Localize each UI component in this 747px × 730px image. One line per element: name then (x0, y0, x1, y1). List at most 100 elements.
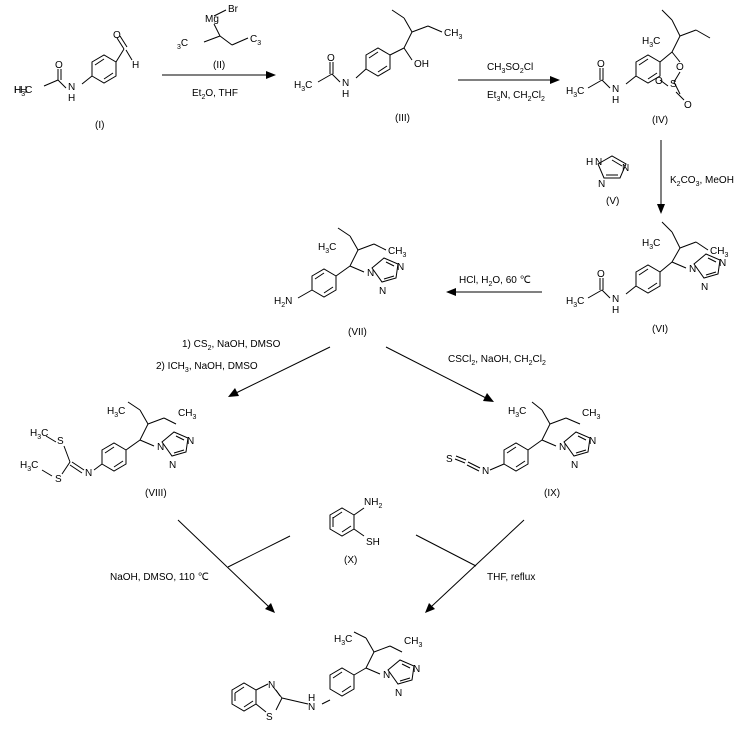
atom-C: C (519, 406, 526, 417)
atom-N: N (413, 664, 420, 675)
atom-C: C (388, 246, 395, 257)
atom-H: H (185, 408, 192, 419)
atom-N: N (169, 460, 176, 471)
atom-N: N (622, 163, 629, 174)
atom-C: C (653, 36, 660, 47)
atom-NH: H (586, 157, 593, 168)
cond-sub: 2 (529, 360, 533, 367)
cond-part: , NaOH, DMSO (189, 361, 258, 372)
atom-O: O (676, 62, 684, 73)
atom-H: H (20, 85, 27, 96)
compound-label: (II) (213, 60, 225, 71)
arrow-step6: CSCl2, NaOH, CH2Cl2 (385, 346, 546, 402)
atom-C: C (118, 406, 125, 417)
methyl-group: H3C (20, 460, 38, 473)
compound-label: (IX) (544, 488, 560, 499)
cond-sub: 2 (201, 94, 205, 101)
subscript: 3 (325, 248, 329, 255)
arrow-step4: HCl, H2O, 60 ℃ (446, 275, 542, 296)
atom-H: H (132, 60, 139, 71)
subscript: 3 (596, 414, 600, 421)
atom-H: H (411, 636, 418, 647)
cond-part: HCl, H (459, 275, 488, 286)
cond-sub: 2 (471, 360, 475, 367)
compound-IV: O S O O O N H H3C H3C (IV) (566, 9, 711, 126)
amine-NH: N (308, 702, 315, 713)
cond-part: , NaOH, DMSO (211, 339, 280, 350)
compound-label: (VIII) (145, 488, 167, 499)
cond-part: SO (505, 62, 520, 73)
methyl-group: 3C (177, 38, 188, 51)
condition-step6: CSCl2, NaOH, CH2Cl2 (448, 354, 546, 367)
subscript: 3 (515, 412, 519, 419)
atom-N: N (268, 680, 275, 691)
cond-part: 1) CS (182, 339, 208, 350)
subscript: 3 (418, 642, 422, 649)
atom-N: N (595, 157, 602, 168)
atom-H: H (612, 305, 619, 316)
atom-H: H (642, 36, 649, 47)
cond-sub: 2 (677, 181, 681, 188)
methyl-group: CH3 (404, 636, 422, 649)
amine-group: H2N (274, 296, 292, 309)
cond-part: Cl (532, 90, 541, 101)
methyl-group: H3C (30, 428, 48, 441)
atom-H: H (342, 89, 349, 100)
atom-NH: NH (364, 497, 378, 508)
atom-N: N (482, 466, 489, 477)
atom-O: O (113, 30, 121, 41)
cond-part: Cl (524, 62, 533, 73)
atom-S: S (446, 454, 453, 465)
atom-N: N (379, 286, 386, 297)
atom-H: H (642, 238, 649, 249)
arrow-step5: 1) CS2, NaOH, DMSO 2) ICH3, NaOH, DMSO (156, 339, 331, 397)
atom-N: N (342, 78, 349, 89)
atom-SH: SH (366, 537, 380, 548)
atom-H: H (566, 296, 573, 307)
atom-N: N (397, 262, 404, 273)
cond-part: Cl (533, 354, 542, 365)
cond-sub: 3 (696, 181, 700, 188)
atom-N: N (598, 179, 605, 190)
atom-C: C (178, 408, 185, 419)
atom-C: C (577, 86, 584, 97)
compound-V: H N N N (V) (586, 155, 629, 207)
atom-O: O (327, 53, 335, 64)
atom-H: H (717, 246, 724, 257)
atom-H: H (30, 428, 37, 439)
atom-H: H (566, 86, 573, 97)
atom-H: H (14, 85, 21, 96)
atom-H: H (20, 460, 27, 471)
atom-Mg: Mg (205, 14, 219, 25)
atom-N: N (571, 460, 578, 471)
atom-N: N (367, 268, 374, 279)
amine-group: NH2 (364, 497, 382, 510)
atom-N: N (701, 282, 708, 293)
cond-sub: 2 (541, 96, 545, 103)
atom-N: N (589, 436, 596, 447)
subscript: 3 (458, 34, 462, 41)
subscript: 3 (114, 412, 118, 419)
atom-H: H (451, 28, 458, 39)
cond-part: CH (487, 62, 501, 73)
atom-C: C (582, 408, 589, 419)
atom-C: C (404, 636, 411, 647)
cond-sub: 2 (542, 360, 546, 367)
condition-step2-top: CH3SO2Cl (487, 62, 533, 75)
cond-sub: 2 (520, 68, 524, 75)
atom-C: C (250, 34, 257, 45)
atom-H: H (107, 406, 114, 417)
subscript: 3 (21, 91, 25, 98)
compound-VIII: S S N N N N H3C H3C H3C CH3 (VIII) (20, 401, 196, 499)
methyl-group: C3 (250, 34, 261, 47)
arrow-step3: K2CO3, MeOH (657, 140, 734, 214)
methyl-group: H3C (334, 634, 352, 647)
methyl-group: H3C (107, 406, 125, 419)
atom-N: N (157, 442, 164, 453)
atom-N: N (612, 294, 619, 305)
atom-C: C (577, 296, 584, 307)
atom-N: N (383, 670, 390, 681)
subscript: 3 (573, 302, 577, 309)
cond-sub: 2 (208, 345, 212, 352)
